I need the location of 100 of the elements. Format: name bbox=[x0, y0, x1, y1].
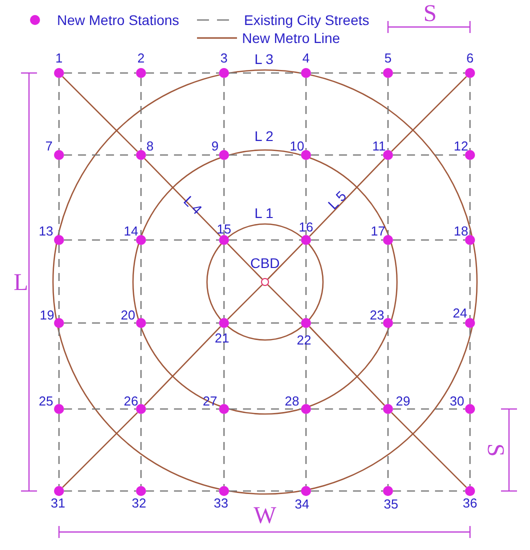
station-number: 1 bbox=[55, 52, 63, 64]
station-dot bbox=[383, 318, 393, 328]
station-number: 20 bbox=[120, 308, 136, 322]
metro-line bbox=[391, 412, 467, 488]
station-number: 31 bbox=[50, 496, 66, 510]
station-number: 17 bbox=[370, 224, 386, 238]
street-line bbox=[469, 328, 471, 404]
station-number: 13 bbox=[38, 224, 54, 238]
street-line bbox=[387, 245, 389, 318]
station-dot bbox=[136, 404, 146, 414]
street-line bbox=[393, 154, 465, 156]
street-line bbox=[229, 239, 301, 241]
street-line bbox=[140, 328, 142, 404]
street-line bbox=[229, 408, 301, 410]
station-dot bbox=[54, 486, 64, 496]
station-dot bbox=[465, 404, 475, 414]
station-dot bbox=[383, 150, 393, 160]
street-line bbox=[64, 239, 136, 241]
street-line bbox=[393, 72, 465, 74]
station-number: 28 bbox=[284, 394, 300, 408]
station-dot bbox=[301, 68, 311, 78]
station-number: 11 bbox=[372, 140, 386, 152]
street-line bbox=[305, 245, 307, 318]
station-dot bbox=[219, 486, 229, 496]
metro-line bbox=[267, 284, 303, 320]
metro-line bbox=[391, 76, 467, 152]
street-line bbox=[393, 408, 465, 410]
station-number: 10 bbox=[290, 140, 304, 152]
station-number: 9 bbox=[211, 140, 219, 152]
street-line bbox=[223, 78, 225, 150]
street-line bbox=[229, 72, 301, 74]
station-number: 6 bbox=[466, 52, 474, 64]
station-number: 16 bbox=[298, 220, 314, 234]
station-number: 18 bbox=[454, 224, 468, 238]
station-dot bbox=[383, 235, 393, 245]
station-number: 36 bbox=[462, 496, 478, 510]
center-label: CBD bbox=[250, 256, 280, 270]
station-number: 22 bbox=[296, 334, 312, 346]
legend-label: New Metro Stations bbox=[57, 13, 180, 27]
station-number: 26 bbox=[124, 394, 138, 408]
station-dot bbox=[301, 235, 311, 245]
station-dot bbox=[54, 235, 64, 245]
station-number: 4 bbox=[302, 52, 310, 64]
station-dot bbox=[465, 235, 475, 245]
street-line bbox=[223, 160, 225, 235]
street-line bbox=[146, 154, 219, 156]
dimension-label: S bbox=[423, 2, 437, 26]
station-dot bbox=[54, 150, 64, 160]
street-line bbox=[146, 239, 219, 241]
dimension-label: W bbox=[254, 504, 276, 528]
street-line bbox=[64, 408, 136, 410]
station-dot bbox=[136, 235, 146, 245]
street-line bbox=[64, 154, 136, 156]
street-line bbox=[140, 414, 142, 486]
station-dot bbox=[136, 318, 146, 328]
station-number: 24 bbox=[452, 306, 468, 320]
station-dot bbox=[301, 318, 311, 328]
edge-label: L 5 bbox=[325, 188, 349, 212]
dimension-label: S bbox=[483, 443, 507, 457]
street-line bbox=[140, 160, 142, 235]
metro-line bbox=[62, 76, 138, 152]
station-number: 29 bbox=[396, 394, 410, 408]
street-line bbox=[64, 72, 136, 74]
station-dot bbox=[54, 68, 64, 78]
station-number: 34 bbox=[294, 498, 310, 510]
station-dot bbox=[465, 150, 475, 160]
street-line bbox=[387, 328, 389, 404]
station-dot bbox=[219, 150, 229, 160]
metro-line bbox=[227, 243, 263, 280]
street-line bbox=[146, 322, 219, 324]
street-line bbox=[229, 490, 301, 492]
station-dot bbox=[54, 318, 64, 328]
station-number: 7 bbox=[45, 140, 53, 152]
station-dot bbox=[301, 150, 311, 160]
street-line bbox=[469, 414, 471, 486]
street-line bbox=[64, 322, 136, 324]
station-dot bbox=[219, 404, 229, 414]
street-line bbox=[58, 414, 60, 486]
ring-label: L 1 bbox=[254, 206, 274, 220]
street-line bbox=[229, 154, 301, 156]
station-number: 25 bbox=[38, 394, 54, 408]
station-dot bbox=[54, 404, 64, 414]
station-dot bbox=[219, 235, 229, 245]
street-line bbox=[58, 160, 60, 235]
station-number: 33 bbox=[214, 496, 228, 510]
ring-label: L 3 bbox=[254, 52, 274, 66]
street-line bbox=[58, 328, 60, 404]
ring-label: L 2 bbox=[254, 129, 274, 143]
street-line bbox=[223, 328, 225, 404]
street-line bbox=[146, 72, 219, 74]
station-number: 15 bbox=[216, 222, 232, 236]
street-line bbox=[311, 239, 383, 241]
station-number: 3 bbox=[220, 52, 228, 64]
station-number: 5 bbox=[384, 52, 392, 64]
station-dot bbox=[136, 68, 146, 78]
street-line bbox=[223, 245, 225, 318]
station-number: 12 bbox=[454, 140, 468, 152]
street-line bbox=[387, 78, 389, 150]
street-line bbox=[305, 78, 307, 150]
dimension-label: L bbox=[14, 271, 28, 295]
